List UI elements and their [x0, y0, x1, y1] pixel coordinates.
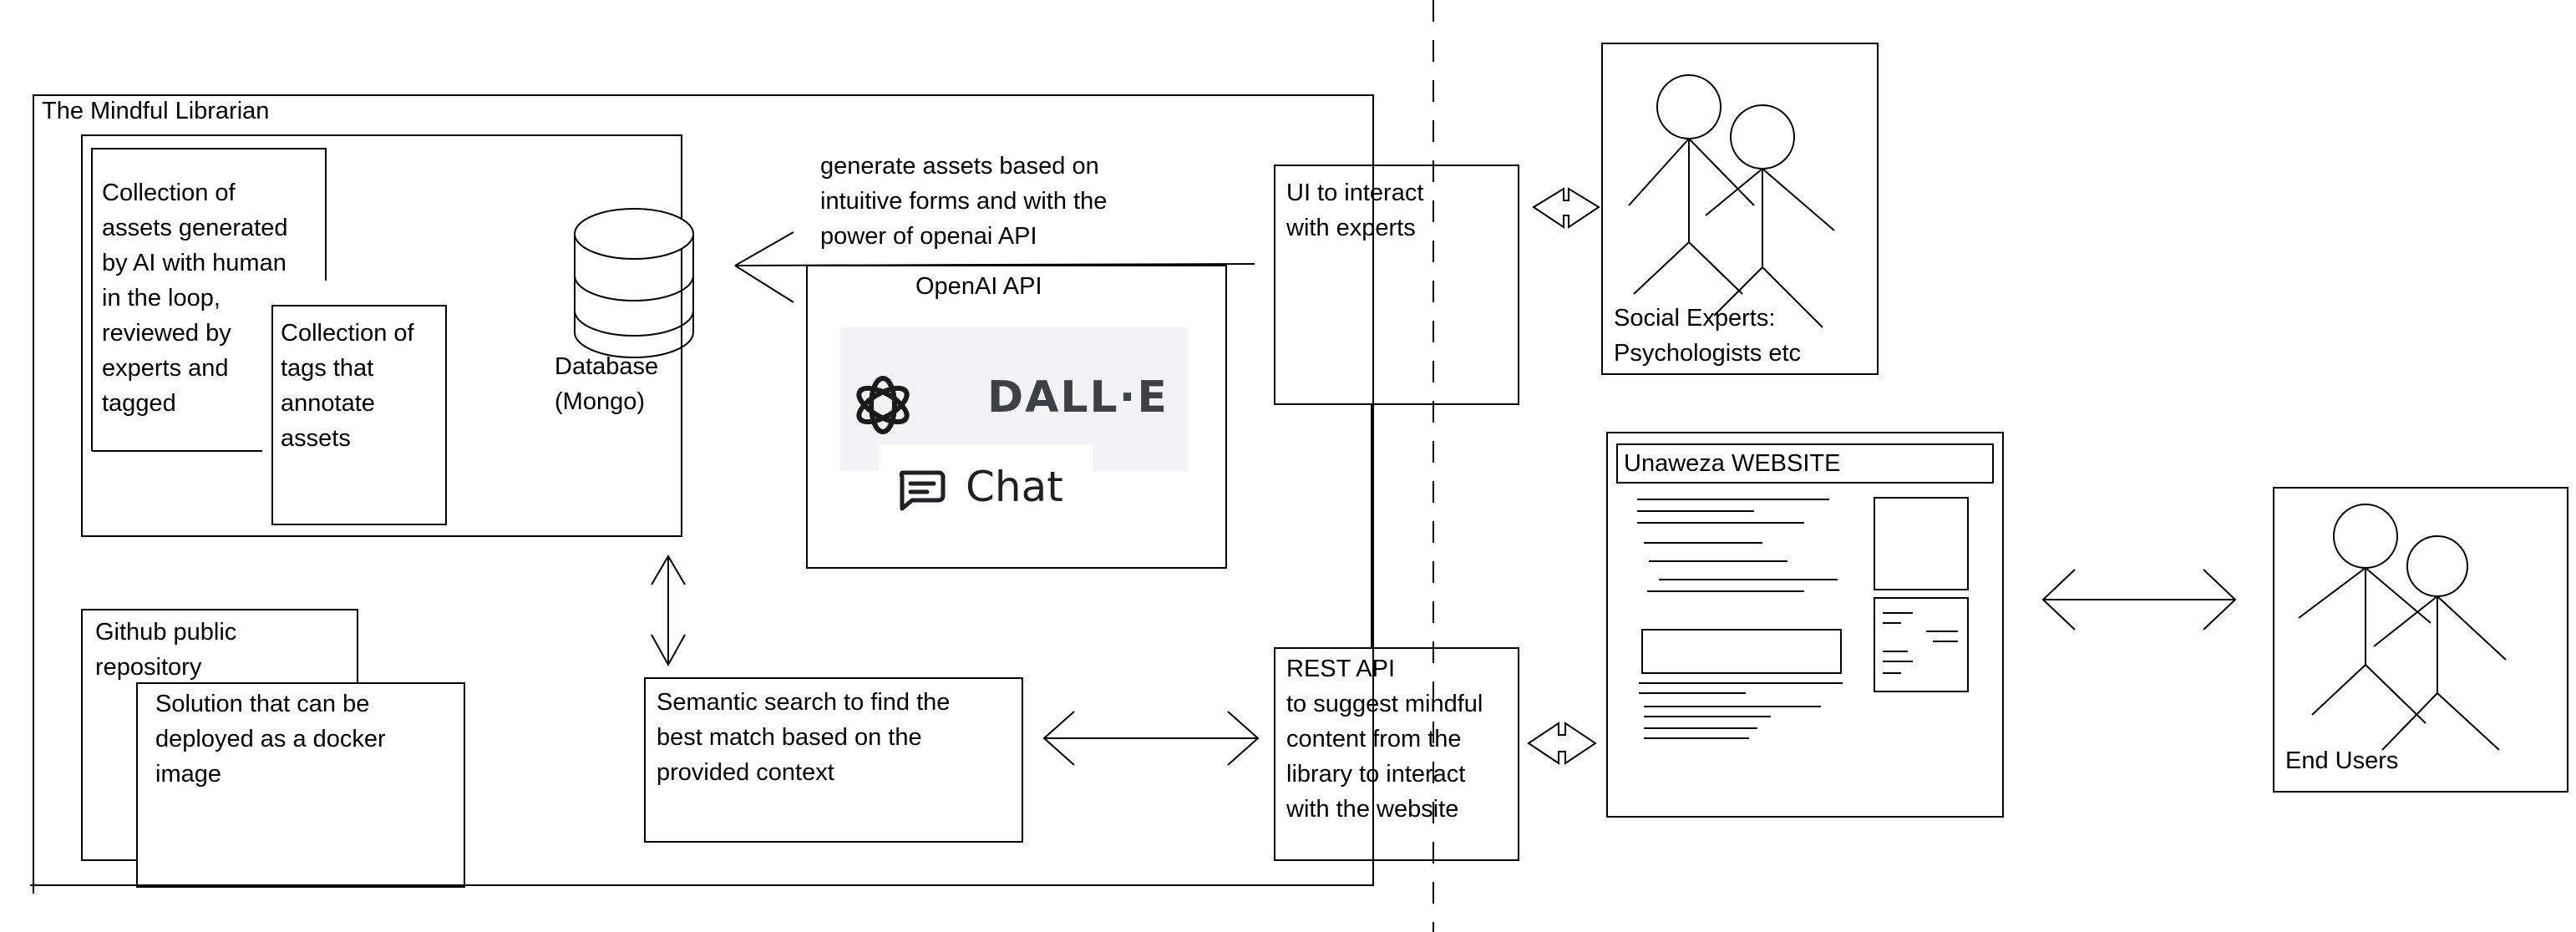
end-users-label: End Users [2285, 747, 2399, 774]
tags-label: Collection of tags that annotate assets [281, 320, 414, 452]
experts-label: Social Experts: Psychologists etc [1614, 305, 1802, 367]
docker-label: Solution that can be deployed as a docke… [155, 691, 386, 788]
chat-bubble-icon [899, 470, 946, 511]
rest-website-arrow [1527, 722, 1597, 765]
expert-figure-2 [1705, 104, 1835, 328]
chat-logo-panel: Chat [879, 444, 1093, 514]
rest-api-box [1274, 647, 1519, 861]
website-image-box [1874, 497, 1969, 590]
generate-arrow [734, 231, 1255, 303]
website-input-box [1641, 629, 1842, 674]
website-card-lines [1883, 612, 1958, 674]
github-paper [81, 609, 358, 861]
user-figure-2 [2373, 535, 2507, 751]
assets-paper-edge [91, 148, 327, 451]
website-title-bar [1616, 443, 1994, 484]
dalle-wordmark: DALL·E [987, 372, 1169, 423]
collection-box [81, 134, 682, 537]
ui-experts-arrow [1532, 187, 1600, 229]
end-users-box [2273, 487, 2568, 793]
collection-semantic-arrow [651, 555, 686, 667]
generate-label: generate assets based on intuitive forms… [820, 153, 1108, 250]
semantic-box [644, 677, 1023, 843]
website-text-lines-bottom [1639, 682, 1843, 739]
experts-box [1601, 43, 1879, 375]
website-title: Unaweza WEBSITE [1624, 450, 1841, 477]
tags-paper [271, 305, 447, 525]
expert-figure-1 [1628, 74, 1755, 295]
semantic-label: Semantic search to find the best match b… [657, 689, 951, 786]
website-users-arrow [2041, 569, 2237, 631]
rest-api-label: REST API to suggest mindful content from… [1286, 656, 1483, 823]
assets-label: Collection of assets generated by AI wit… [102, 180, 288, 417]
website-text-lines-top [1637, 499, 1838, 592]
database-label: Database (Mongo) [555, 353, 659, 415]
librarian-title: The Mindful Librarian [42, 98, 270, 124]
openai-title: OpenAI API [915, 273, 1042, 300]
openai-logo-icon [856, 376, 910, 434]
docker-paper [136, 682, 465, 888]
database-cylinder [574, 208, 694, 358]
ui-experts-label: UI to interact with experts [1286, 180, 1424, 241]
ui-experts-box [1274, 165, 1519, 405]
website-box [1606, 432, 2004, 818]
semantic-rest-arrow [1042, 711, 1260, 766]
github-label: Github public repository [95, 619, 237, 681]
user-figure-1 [2298, 504, 2431, 724]
openai-box [806, 265, 1227, 569]
website-card-box [1874, 597, 1969, 692]
librarian-frame [30, 94, 1374, 894]
chat-wordmark: Chat [966, 463, 1063, 511]
